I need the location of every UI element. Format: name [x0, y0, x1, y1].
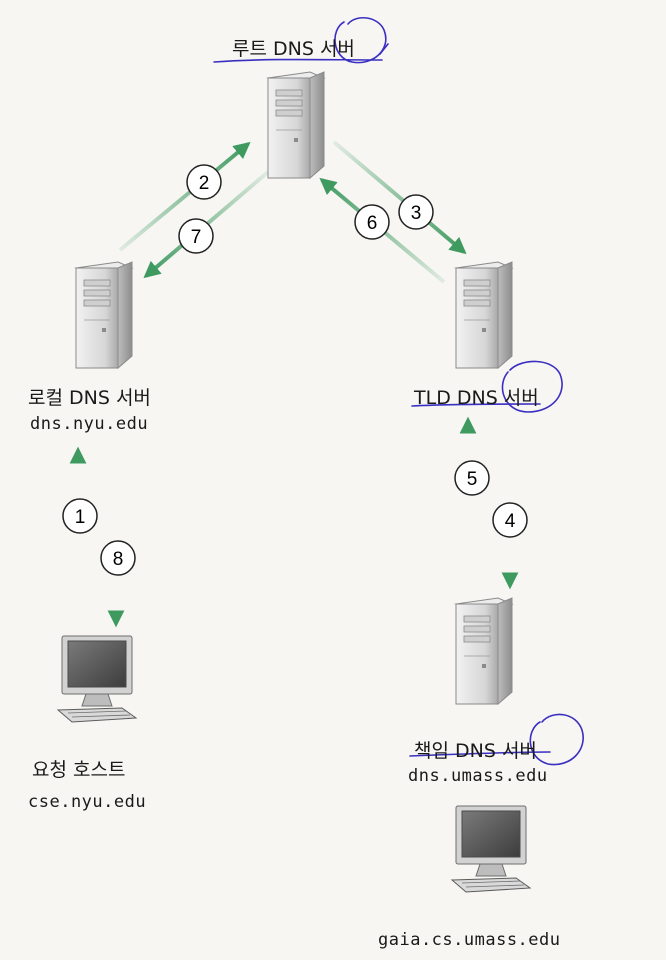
tld-dns-server-label: TLD DNS 서버: [414, 387, 539, 409]
target-host-computer-icon: [451, 805, 531, 893]
step-2-badge: 2: [186, 164, 222, 200]
authoritative-dns-hostname: dns.umass.edu: [408, 766, 548, 786]
pen-annotations: [213, 17, 584, 766]
requesting-host-label: 요청 호스트: [32, 759, 126, 781]
requesting-hostname: cse.nyu.edu: [28, 792, 147, 812]
step-5-badge: 5: [454, 460, 490, 496]
svg-text:5: 5: [467, 469, 478, 490]
tld-dns-server-icon: [455, 261, 513, 369]
svg-text:2: 2: [199, 173, 210, 194]
arrow-step-2: [118, 141, 251, 252]
local-dns-server-icon: [75, 261, 133, 369]
authoritative-dns-server-icon: [455, 597, 513, 705]
step-6-badge: 6: [354, 204, 390, 240]
step-1-badge: 1: [62, 498, 98, 534]
svg-text:4: 4: [505, 511, 516, 532]
root-dns-server-icon: [267, 71, 325, 179]
step-3-badge: 3: [398, 194, 434, 230]
svg-text:1: 1: [75, 507, 86, 528]
root-dns-server-label: 루트 DNS 서버: [232, 38, 355, 60]
target-hostname: gaia.cs.umass.edu: [378, 930, 561, 950]
authoritative-dns-server-label: 책임 DNS 서버: [414, 740, 537, 762]
svg-text:3: 3: [411, 203, 422, 224]
local-dns-server-label: 로컬 DNS 서버: [28, 387, 151, 409]
step-7-badge: 7: [178, 218, 214, 254]
arrow-step-3: [332, 140, 467, 255]
svg-text:7: 7: [191, 227, 202, 248]
svg-text:6: 6: [367, 213, 378, 234]
step-8-badge: 8: [100, 540, 136, 576]
step-4-badge: 4: [492, 502, 528, 538]
svg-text:8: 8: [113, 549, 124, 570]
requesting-host-computer-icon: [57, 635, 137, 723]
local-dns-hostname: dns.nyu.edu: [30, 414, 149, 434]
